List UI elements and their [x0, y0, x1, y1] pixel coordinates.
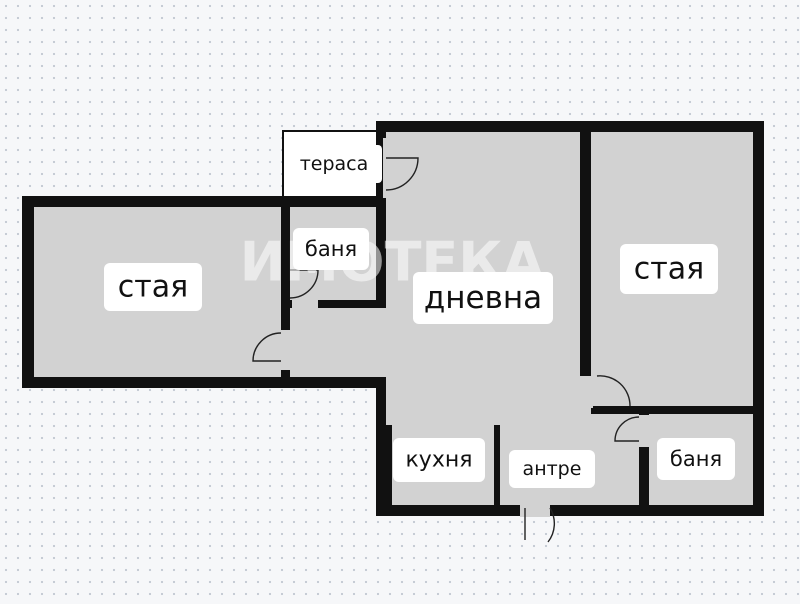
label-room-left: стая: [118, 270, 188, 305]
label-bath-right: баня: [670, 447, 722, 471]
label-living: дневна: [424, 280, 542, 316]
door-swings: [252, 157, 640, 543]
label-hall: антре: [523, 458, 582, 480]
room-labels: стая стая дневна баня баня кухня антре т…: [104, 145, 735, 488]
interior-walls: [281, 132, 763, 505]
label-kitchen: кухня: [406, 448, 473, 473]
label-bath-top: баня: [305, 237, 357, 261]
label-room-right: стая: [634, 252, 704, 287]
label-terrace: тераса: [300, 153, 369, 175]
door-openings: [280, 138, 651, 517]
